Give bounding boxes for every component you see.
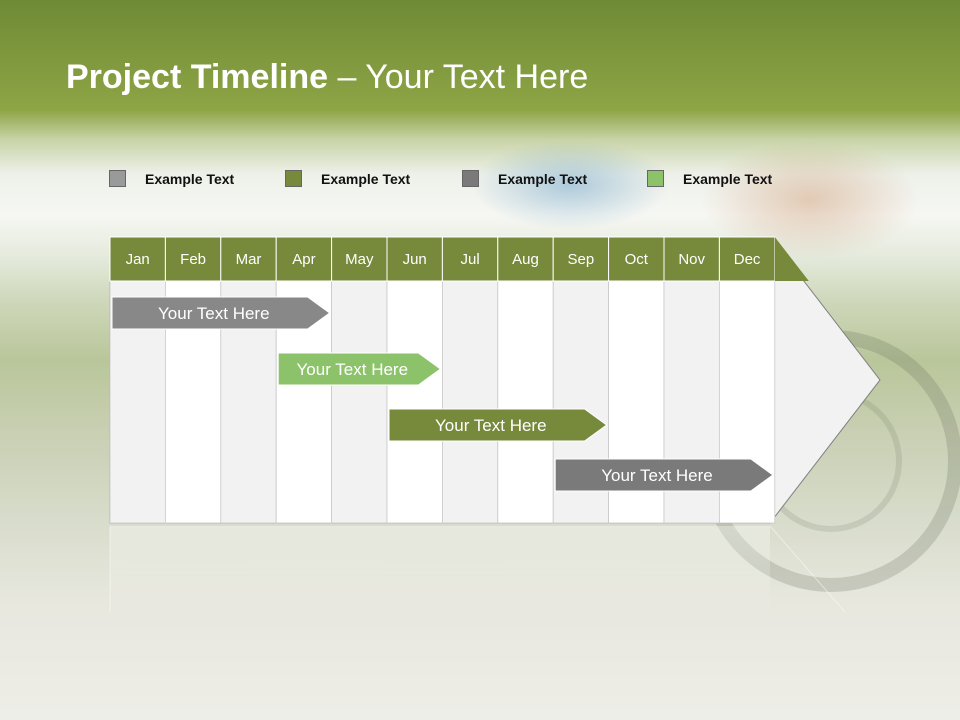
month-header-cell [663, 236, 720, 282]
legend-swatch [109, 170, 126, 187]
month-column [497, 280, 554, 524]
month-label: Aug [512, 251, 539, 268]
month-column [441, 280, 499, 524]
legend-item: Example Text [109, 170, 234, 187]
legend-label: Example Text [321, 170, 411, 187]
slide-title-bold: Project Timeline [66, 58, 329, 96]
timeline-reflection [110, 526, 770, 616]
legend-item: Example Text [647, 170, 772, 187]
legend-item: Example Text [285, 170, 410, 187]
task-bar [277, 352, 442, 386]
legend-label: Example Text [145, 170, 235, 187]
month-label: Nov [678, 251, 705, 268]
month-label: May [345, 251, 374, 268]
legend: Example Text Example Text Example Text E… [0, 170, 960, 194]
month-header-cell [331, 236, 388, 282]
legend-swatch [462, 170, 479, 187]
task-bar [388, 408, 608, 442]
month-label: Sep [568, 251, 595, 268]
slide-title-rest: – Your Text Here [328, 58, 589, 96]
task-label: Your Text Here [297, 360, 409, 379]
month-label: Jan [126, 251, 150, 268]
month-header-cell [164, 236, 222, 282]
month-header-cell [109, 236, 166, 282]
month-header-cell [608, 236, 665, 282]
task-bar [554, 458, 774, 492]
legend-item: Example Text [462, 170, 587, 187]
month-header-cell [275, 236, 333, 282]
task-label: Your Text Here [435, 416, 547, 435]
month-header-cell [220, 236, 277, 282]
month-label: Mar [236, 251, 262, 268]
header-arrow-tip [774, 237, 809, 281]
legend-label: Example Text [683, 170, 773, 187]
month-label: Dec [734, 251, 761, 268]
legend-swatch [647, 170, 664, 187]
task-label: Your Text Here [601, 466, 713, 485]
legend-swatch [285, 170, 302, 187]
month-column [386, 280, 443, 524]
task-bar [111, 296, 331, 330]
legend-label: Example Text [498, 170, 588, 187]
month-header-cell [552, 236, 610, 282]
month-label: Jul [461, 251, 480, 268]
month-label: Apr [292, 251, 315, 268]
month-column [331, 280, 388, 524]
month-header-cell [441, 236, 499, 282]
task-label: Your Text Here [158, 304, 270, 323]
month-label: Oct [625, 251, 649, 268]
month-label: Jun [403, 251, 427, 268]
month-label: Feb [180, 251, 206, 268]
slide-title: Project Timeline – Your Text Here [66, 58, 588, 97]
